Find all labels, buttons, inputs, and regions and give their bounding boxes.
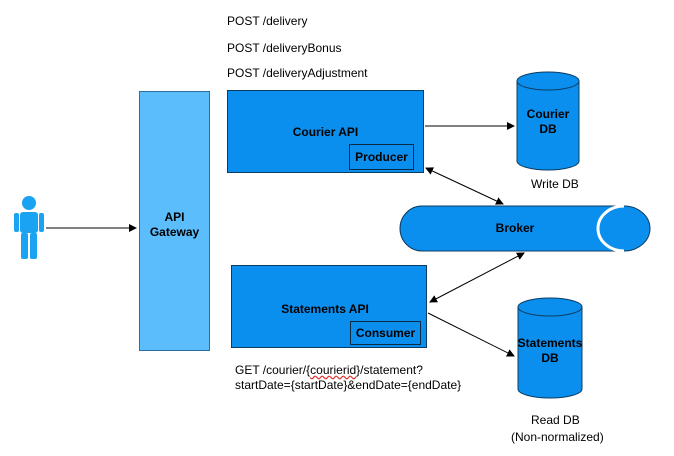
gateway-label-line1: API: [164, 210, 185, 224]
query-courierid: courierid: [310, 363, 357, 377]
query-line1: GET /courier/{courierid}/statement?: [235, 363, 423, 377]
query-prefix: GET /courier/{: [235, 363, 311, 377]
consumer-box: Consumer: [350, 321, 421, 345]
read-db-caption: Read DB: [531, 413, 580, 427]
api-gateway-box: API Gateway: [139, 91, 210, 351]
courier-db-label: Courier DB: [517, 107, 579, 137]
broker-label: Broker: [495, 221, 535, 235]
statements-db-label-line2: DB: [541, 351, 559, 365]
statements-db-cylinder: [517, 297, 583, 399]
statements-to-readdb-arrow: [427, 312, 515, 357]
courier-db-label-line2: DB: [539, 122, 557, 136]
courier-broker-arrow: [425, 167, 504, 205]
courier-api-title: Courier API: [292, 125, 359, 139]
producer-box: Producer: [349, 144, 414, 170]
endpoint-delivery-adjustment: POST /deliveryAdjustment: [227, 66, 368, 80]
endpoint-delivery-bonus: POST /deliveryBonus: [227, 41, 342, 55]
statements-db-label: Statements DB: [516, 336, 584, 366]
query-line2: startDate={startDate}&endDate={endDate}: [235, 378, 462, 392]
query-suffix: }/statement?: [356, 363, 423, 377]
statements-api-box: Statements API Consumer: [231, 265, 427, 348]
statements-api-title: Statements API: [281, 302, 369, 316]
non-normalized-caption: (Non-normalized): [511, 430, 604, 444]
endpoint-delivery: POST /delivery: [227, 14, 308, 28]
courier-db-cylinder: [516, 71, 580, 171]
gateway-label-line2: Gateway: [149, 225, 200, 239]
courier-db-label-line1: Courier: [526, 107, 570, 121]
broker-cylinder: [399, 204, 651, 253]
courier-api-box: Courier API Producer: [227, 90, 424, 173]
user-icon: [14, 196, 44, 259]
statements-db-label-line1: Statements: [517, 336, 583, 350]
statements-broker-arrow: [429, 252, 525, 303]
write-db-caption: Write DB: [531, 177, 579, 191]
